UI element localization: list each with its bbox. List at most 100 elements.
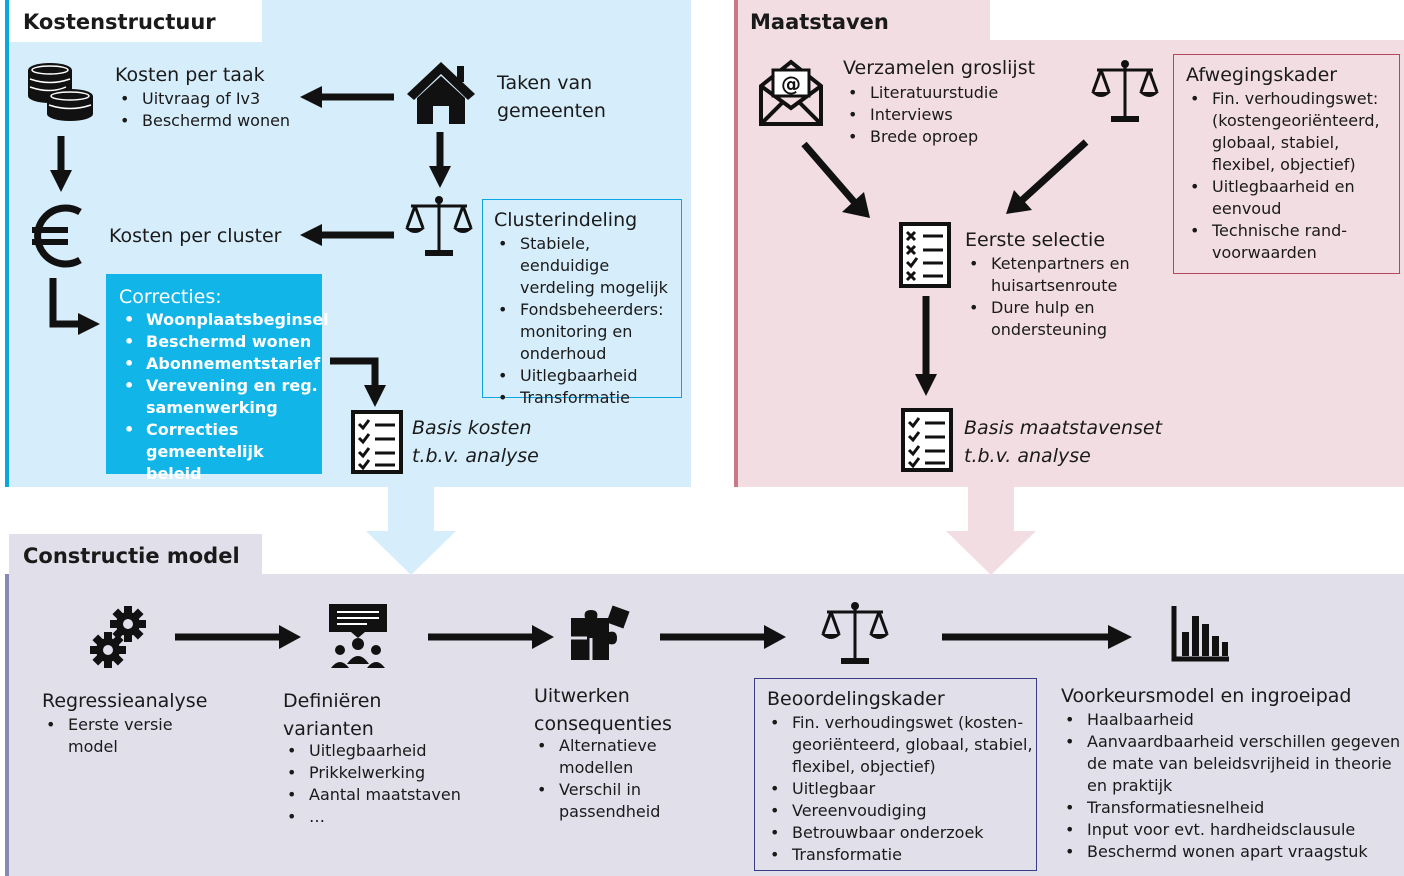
list-line: Fin. verhoudingswet: bbox=[1212, 89, 1379, 108]
constructie-tab-bg bbox=[9, 534, 262, 574]
correcties-list: Woonplaatsbeginsel Beschermd wonen Abonn… bbox=[120, 309, 329, 485]
list-line: flexibel, objectief) bbox=[792, 757, 936, 776]
arrow-left-icon bbox=[300, 224, 394, 246]
list-item: Haalbaarheid bbox=[1061, 709, 1401, 731]
list-line: voorwaarden bbox=[1212, 243, 1317, 262]
checklist-icon bbox=[901, 408, 953, 472]
arrow-turn-right-icon bbox=[49, 278, 100, 335]
list-item: … bbox=[283, 806, 461, 828]
list-item: Vereenvoudiging bbox=[766, 800, 1034, 822]
list-item: Uitlegbaarheid bbox=[494, 365, 684, 387]
list-line: Aanvaardbaarheid verschillen gegeven bbox=[1087, 732, 1401, 751]
list-line: Alternatieve bbox=[559, 736, 657, 755]
beoordelingskader-title: Beoordelingskader bbox=[767, 688, 945, 710]
groslijst-title: Verzamelen groslijst bbox=[843, 57, 1036, 79]
afwegingskader-title: Afwegingskader bbox=[1186, 64, 1338, 86]
list-item: Prikkelwerking bbox=[283, 762, 461, 784]
list-item: Technische rand-voorwaarden bbox=[1186, 220, 1396, 264]
presentation-icon bbox=[329, 604, 387, 668]
basis-kosten-line-1: Basis kosten bbox=[412, 417, 532, 439]
list-item: Transformatie bbox=[494, 387, 684, 409]
taken-line-2: gemeenten bbox=[497, 100, 606, 122]
list-item: Literatuurstudie bbox=[844, 82, 998, 104]
kosten-per-taak-title: Kosten per taak bbox=[115, 64, 265, 86]
list-line: huisartsenroute bbox=[991, 276, 1118, 295]
list-line: passendheid bbox=[559, 802, 661, 821]
list-item: Betrouwbaar onderzoek bbox=[766, 822, 1034, 844]
list-item: Woonplaatsbeginsel bbox=[120, 309, 329, 331]
list-line: Verevening en reg. bbox=[146, 376, 318, 395]
arrow-right-icon bbox=[428, 625, 554, 649]
kosten-per-taak-list: Uitvraag of Iv3 Beschermd wonen bbox=[116, 88, 290, 132]
arrow-down-icon bbox=[429, 132, 451, 188]
envelope-icon: @ bbox=[759, 59, 823, 126]
basis-kosten-label: Basis kosten t.b.v. analyse bbox=[412, 414, 539, 470]
list-line: verdeling mogelijk bbox=[520, 278, 668, 297]
scale-icon bbox=[1091, 60, 1159, 122]
big-arrow-down-pink bbox=[946, 487, 1036, 575]
list-line: Correcties bbox=[146, 420, 239, 439]
arrow-down-icon bbox=[915, 296, 937, 396]
afwegingskader-box bbox=[1173, 54, 1400, 274]
svg-text:@: @ bbox=[781, 72, 801, 96]
list-item: Brede oproep bbox=[844, 126, 998, 148]
consequenties-title: Uitwerken consequenties bbox=[534, 682, 672, 738]
list-line: flexibel, objectief) bbox=[1212, 155, 1356, 174]
list-line: Fondsbeheerders: bbox=[520, 300, 664, 319]
constructie-title: Constructie model bbox=[23, 544, 240, 568]
list-line: samenwerking bbox=[146, 398, 278, 417]
list-item: Interviews bbox=[844, 104, 998, 126]
list-item: Beschermd wonen apart vraagstuk bbox=[1061, 841, 1401, 863]
arrow-diagonal-icon bbox=[1006, 139, 1089, 214]
coins-icon bbox=[28, 63, 93, 121]
regressie-title: Regressieanalyse bbox=[42, 690, 208, 712]
list-item: Fin. verhoudingswet: (kostengeoriënteerd,… bbox=[1186, 88, 1396, 176]
list-line: gemeentelijk beleid bbox=[146, 442, 264, 483]
list-line: Eerste versie bbox=[68, 715, 173, 734]
list-item: Input voor evt. hardheidsclausule bbox=[1061, 819, 1401, 841]
arrow-right-icon bbox=[175, 625, 301, 649]
list-item: Aantal maatstaven bbox=[283, 784, 461, 806]
kostenstructuur-title: Kostenstructuur bbox=[23, 10, 216, 34]
beoordelingskader-list: Fin. verhoudingswet (kosten-georiënteerd… bbox=[766, 712, 1034, 866]
list-item: Uitlegbaarheid bbox=[283, 740, 461, 762]
varianten-title-2: varianten bbox=[283, 718, 374, 740]
list-line: Stabiele, eenduidige bbox=[520, 234, 610, 275]
scale-icon bbox=[821, 602, 889, 664]
list-line: onderhoud bbox=[520, 344, 607, 363]
list-line: ondersteuning bbox=[991, 320, 1107, 339]
eerste-selectie-list: Ketenpartners en huisartsenroute Dure hul… bbox=[965, 253, 1145, 341]
list-line: model bbox=[68, 737, 118, 756]
varianten-list: Uitlegbaarheid Prikkelwerking Aantal maa… bbox=[283, 740, 461, 828]
basis-kosten-line-2: t.b.v. analyse bbox=[412, 445, 539, 467]
list-item: Uitvraag of Iv3 bbox=[116, 88, 290, 110]
list-item: Transformatie bbox=[766, 844, 1034, 866]
arrow-down-icon bbox=[50, 136, 72, 192]
maatstaven-tab-bg bbox=[738, 0, 990, 40]
groslijst-list: Literatuurstudie Interviews Brede oproep bbox=[844, 82, 998, 148]
clusterindeling-title: Clusterindeling bbox=[494, 209, 638, 231]
bar-chart-icon bbox=[1171, 606, 1229, 662]
list-item: Alternatieve modellen bbox=[533, 735, 660, 779]
consequenties-title-1: Uitwerken bbox=[534, 685, 630, 707]
eerste-selectie-title: Eerste selectie bbox=[965, 229, 1106, 251]
taken-van-gemeenten: Taken van gemeenten bbox=[497, 69, 606, 125]
consequenties-list: Alternatieve modellen Verschil inpassendh… bbox=[533, 735, 660, 823]
arrow-diagonal-icon bbox=[801, 141, 870, 218]
scale-icon bbox=[405, 196, 473, 256]
list-item: Beschermd wonen bbox=[116, 110, 290, 132]
list-item: Transformatiesnelheid bbox=[1061, 797, 1401, 819]
list-line: Fin. verhoudingswet (kosten- bbox=[792, 713, 1024, 732]
list-item: Abonnementstarief bbox=[120, 353, 320, 375]
list-line: monitoring en bbox=[520, 322, 633, 341]
list-line: Ketenpartners en bbox=[991, 254, 1130, 273]
basis-maatstavenset-label: Basis maatstavenset t.b.v. analyse bbox=[964, 414, 1162, 470]
list-line: (kostengeoriënteerd, bbox=[1212, 111, 1380, 130]
list-line: modellen bbox=[559, 758, 634, 777]
list-item: Uitlegbaar bbox=[766, 778, 1034, 800]
list-item: Fondsbeheerders: monitoring en onderhoud bbox=[494, 299, 684, 365]
